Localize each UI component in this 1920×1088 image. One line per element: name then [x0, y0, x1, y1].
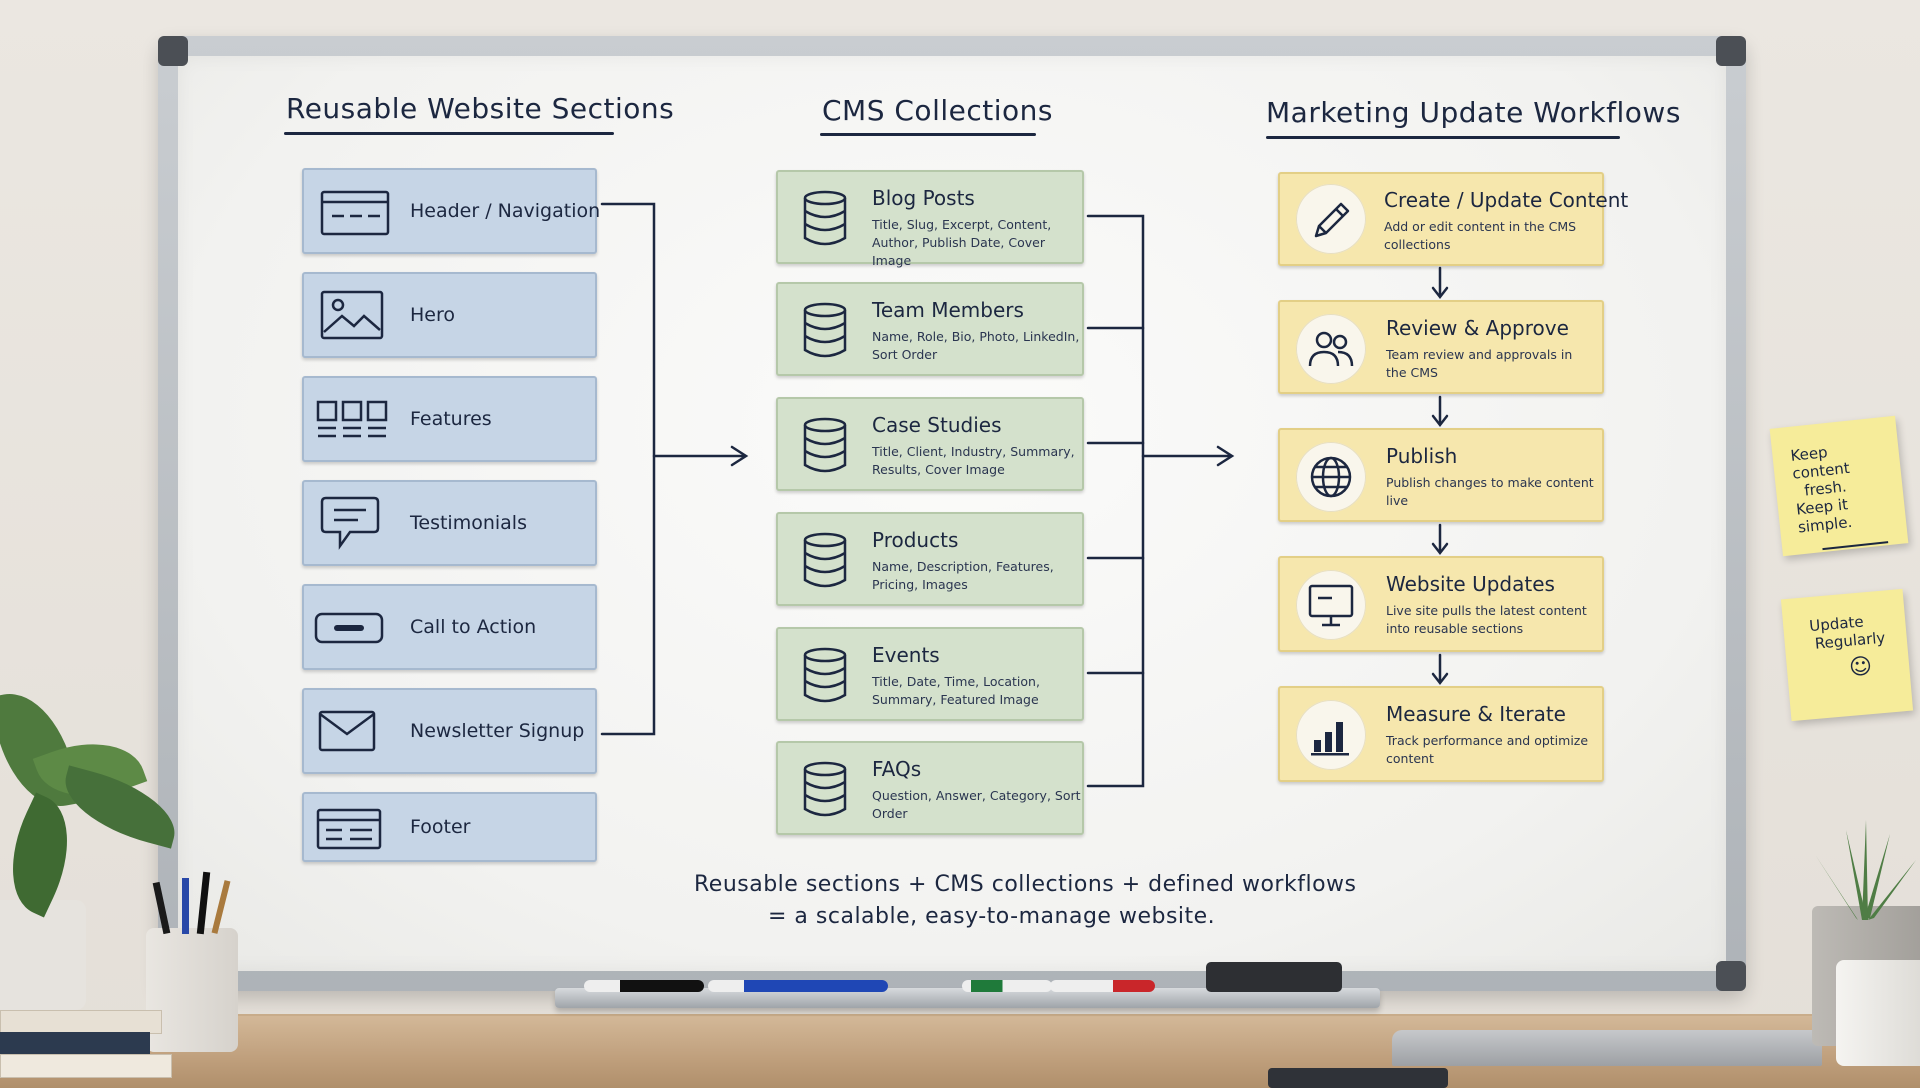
image-icon: [320, 290, 384, 340]
section-card-newsletter[interactable]: Newsletter Signup: [302, 688, 597, 774]
cms-fields: Name, Role, Bio, Photo, LinkedIn, Sort O…: [872, 329, 1080, 362]
workflow-title: Measure & Iterate: [1386, 702, 1566, 726]
globe-icon: [1310, 456, 1352, 498]
title-workflows: Marketing Update Workflows: [1266, 96, 1681, 129]
workflow-card-measure[interactable]: Measure & Iterate Track performance and …: [1278, 686, 1604, 782]
section-card-footer[interactable]: Footer: [302, 792, 597, 862]
summary-line-1: Reusable sections + CMS collections + de…: [694, 872, 1357, 897]
cms-fields: Question, Answer, Category, Sort Order: [872, 788, 1081, 821]
section-card-features[interactable]: Features: [302, 376, 597, 462]
bar-chart-icon: [1311, 722, 1349, 756]
book: [0, 1032, 150, 1054]
red-marker: [1050, 980, 1155, 992]
blue-marker: [708, 980, 888, 992]
workflow-desc: Add or edit content in the CMS collectio…: [1384, 219, 1577, 252]
icon-badge: [1296, 184, 1366, 254]
cms-card-products[interactable]: Products Name, Description, Features, Pr…: [776, 512, 1084, 606]
green-marker: [962, 980, 1052, 992]
database-icon: [803, 417, 847, 473]
workflow-desc: Track performance and optimize content: [1386, 733, 1589, 766]
cms-card-case-studies[interactable]: Case Studies Title, Client, Industry, Su…: [776, 397, 1084, 491]
notebook: [1268, 1068, 1448, 1088]
workflow-title: Website Updates: [1386, 572, 1555, 596]
section-card-testimonials[interactable]: Testimonials: [302, 480, 597, 566]
laptop: [1392, 1030, 1822, 1066]
database-icon: [803, 647, 847, 703]
cms-title: Team Members: [872, 298, 1024, 322]
footer-icon: [316, 808, 382, 850]
features-grid-icon: [316, 400, 388, 438]
workflow-desc: Live site pulls the latest content into …: [1386, 603, 1587, 636]
title-cms: CMS Collections: [822, 94, 1053, 127]
frame-corner: [158, 36, 188, 66]
frame-corner: [1716, 961, 1746, 991]
frame-corner: [1716, 36, 1746, 66]
book: [0, 1054, 172, 1078]
smiley-icon: ☺: [1848, 653, 1874, 681]
cms-fields: Title, Client, Industry, Summary, Result…: [872, 444, 1075, 477]
cms-fields: Title, Slug, Excerpt, Content, Author, P…: [872, 217, 1052, 268]
workflow-title: Review & Approve: [1386, 316, 1569, 340]
sticky-note-keep-fresh: Keep content fresh. Keep it simple.: [1769, 415, 1909, 557]
cms-fields: Name, Description, Features, Pricing, Im…: [872, 559, 1054, 592]
section-label: Call to Action: [410, 616, 537, 638]
cms-card-faqs[interactable]: FAQs Question, Answer, Category, Sort Or…: [776, 741, 1084, 835]
cms-title: Products: [872, 528, 959, 552]
cms-card-blog-posts[interactable]: Blog Posts Title, Slug, Excerpt, Content…: [776, 170, 1084, 268]
cms-title: Events: [872, 643, 940, 667]
title-underline: [284, 132, 614, 135]
workflow-desc: Publish changes to make content live: [1386, 475, 1594, 508]
speech-bubble-icon: [320, 496, 380, 550]
pen: [182, 878, 189, 934]
envelope-icon: [318, 710, 376, 752]
black-marker: [584, 980, 704, 992]
button-icon: [314, 612, 384, 644]
section-card-cta[interactable]: Call to Action: [302, 584, 597, 670]
people-icon: [1308, 331, 1354, 367]
workflow-card-review[interactable]: Review & Approve Team review and approva…: [1278, 300, 1604, 394]
title-underline: [820, 133, 1036, 136]
section-label: Hero: [410, 304, 455, 326]
title-sections: Reusable Website Sections: [286, 92, 675, 125]
section-label: Newsletter Signup: [410, 720, 585, 742]
section-label: Testimonials: [410, 512, 527, 534]
section-label: Footer: [410, 816, 471, 838]
marker-tray: [555, 988, 1380, 1008]
section-card-hero[interactable]: Hero: [302, 272, 597, 358]
workflow-card-publish[interactable]: Publish Publish changes to make content …: [1278, 428, 1604, 522]
pencil-icon: [1314, 202, 1350, 238]
plant-pot: [0, 900, 86, 1010]
eraser: [1206, 962, 1342, 992]
succulent-plant: [1816, 820, 1916, 920]
workflow-card-create[interactable]: Create / Update Content Add or edit cont…: [1278, 172, 1628, 266]
title-underline: [1266, 136, 1620, 139]
cms-title: Case Studies: [872, 413, 1002, 437]
icon-badge: [1296, 314, 1366, 384]
icon-badge: [1296, 570, 1366, 640]
section-label: Features: [410, 408, 492, 430]
database-icon: [803, 761, 847, 817]
cms-title: Blog Posts: [872, 186, 975, 210]
database-icon: [803, 190, 847, 246]
sticky-note-update-regularly: Update Regularly ☺: [1780, 588, 1914, 722]
workflow-title: Create / Update Content: [1384, 188, 1629, 212]
section-label: Header / Navigation: [410, 200, 601, 222]
cms-card-events[interactable]: Events Title, Date, Time, Location, Summ…: [776, 627, 1084, 721]
mug: [1836, 960, 1920, 1066]
section-card-header[interactable]: Header / Navigation: [302, 168, 601, 254]
cms-fields: Title, Date, Time, Location, Summary, Fe…: [872, 674, 1040, 707]
book: [0, 1010, 162, 1034]
database-icon: [803, 532, 847, 588]
monitor-icon: [1308, 584, 1354, 627]
workflow-card-website-updates[interactable]: Website Updates Live site pulls the late…: [1278, 556, 1604, 652]
summary-line-2: = a scalable, easy-to-manage website.: [768, 904, 1216, 929]
workflow-title: Publish: [1386, 444, 1458, 468]
cms-title: FAQs: [872, 757, 922, 781]
workflow-desc: Team review and approvals in the CMS: [1386, 347, 1573, 380]
database-icon: [803, 302, 847, 358]
cms-card-team-members[interactable]: Team Members Name, Role, Bio, Photo, Lin…: [776, 282, 1084, 376]
header-nav-icon: [320, 190, 390, 236]
